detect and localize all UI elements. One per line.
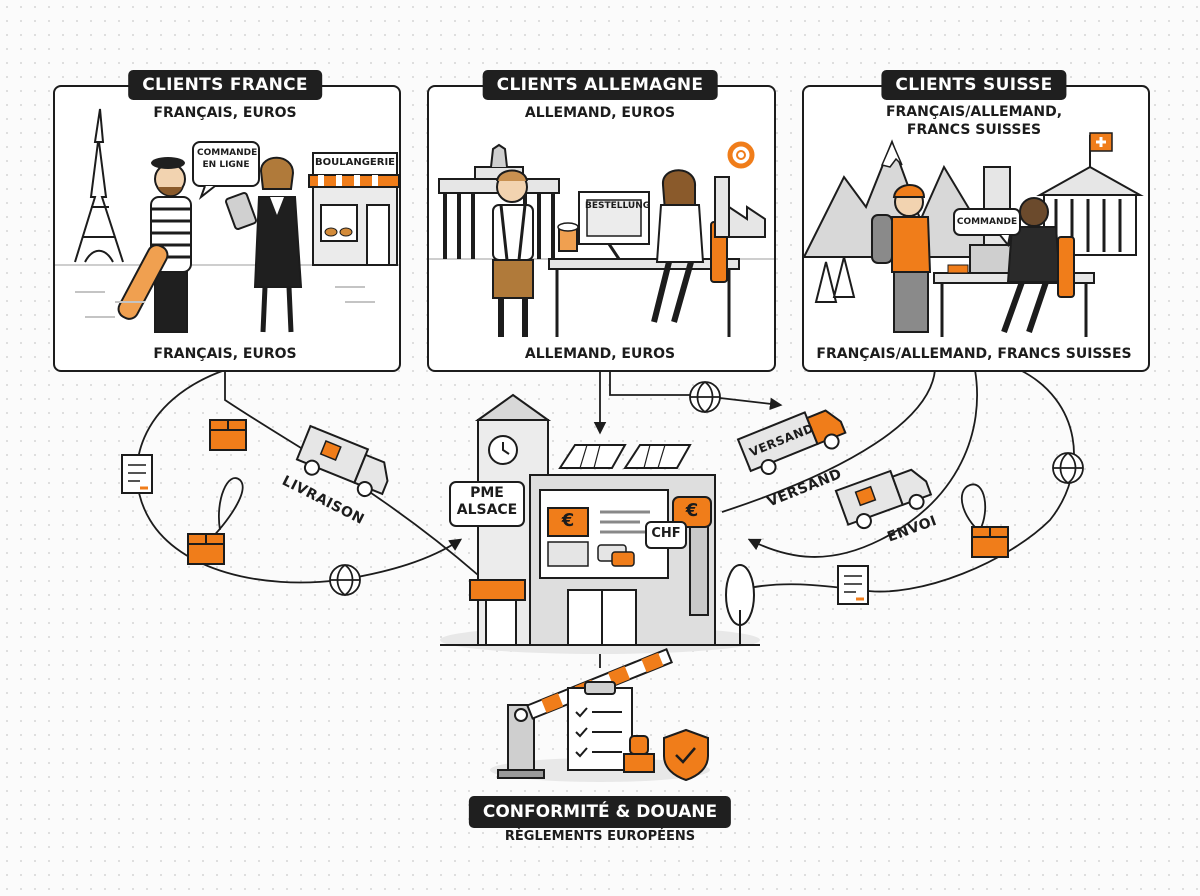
compliance-title: CONFORMITÉ & DOUANE xyxy=(468,796,732,828)
bakery-sign: BOULANGERIE xyxy=(315,157,396,168)
hub-building xyxy=(440,393,760,654)
office-desk xyxy=(548,191,740,337)
panel-footer-germany: ALLEMAND, EUROS xyxy=(524,346,676,362)
germany-scene xyxy=(429,141,774,337)
shield-check-icon xyxy=(663,728,709,782)
chf-bubble xyxy=(645,521,687,549)
gear-icon xyxy=(727,141,755,169)
panel-subtitle-switzerland: FRANÇAIS/ALLEMAND, FRANCS SUISSES xyxy=(885,104,1063,138)
hub-euro-symbol: € xyxy=(561,510,575,531)
clock-icon xyxy=(488,435,518,465)
flow-germany-right xyxy=(609,370,780,405)
swiss-flag-icon xyxy=(1089,132,1113,152)
connector-lines xyxy=(136,369,1075,668)
swiss-speech-text: COMMANDE xyxy=(956,217,1018,227)
hiker xyxy=(871,184,932,333)
solar-panel-icon xyxy=(558,444,692,469)
tree-icon xyxy=(725,564,755,645)
france-scene xyxy=(55,108,399,333)
compliance-illustration xyxy=(490,648,710,782)
panel-title-switzerland: CLIENTS SUISSE xyxy=(881,70,1067,100)
panel-subtitle-germany: ALLEMAND, EUROS xyxy=(524,105,676,121)
package-icon-2 xyxy=(187,533,225,565)
bakery-shop xyxy=(308,152,399,266)
globe-icon-3 xyxy=(1052,452,1084,485)
businesswoman xyxy=(253,156,303,333)
panel-title-germany: CLIENTS ALLEMAGNE xyxy=(482,70,718,100)
flow-swiss-right-loop xyxy=(739,369,1075,593)
package-icon xyxy=(209,419,247,451)
panel-switzerland: COMMANDE xyxy=(802,85,1150,372)
stamp-icon xyxy=(623,735,655,773)
france-speech-text: COMMANDE EN LIGNE xyxy=(197,148,258,170)
delivery-truck-icon-2 xyxy=(736,409,847,476)
hub-euro-bubble-symbol: € xyxy=(685,500,699,521)
pine-trees xyxy=(814,256,856,303)
globe-icon xyxy=(329,564,361,597)
computer-screen-text: BESTELLUNG xyxy=(585,201,651,211)
compliance-subtitle: RÈGLEMENTS EUROPÉENS xyxy=(504,829,696,844)
panel-title-france: CLIENTS FRANCE xyxy=(128,70,322,100)
flow-swiss-versand xyxy=(721,369,936,513)
flow-swiss-box-loop xyxy=(961,483,991,541)
package-icon-3 xyxy=(971,526,1009,558)
baker-man xyxy=(117,157,257,333)
clipboard-icon xyxy=(567,681,633,771)
globe-icon-2 xyxy=(689,381,721,414)
eiffel-tower-icon xyxy=(74,108,124,263)
flow-france-left-loop xyxy=(136,369,463,584)
delivery-truck-icon xyxy=(295,424,389,498)
flow-swiss-envoi xyxy=(747,369,978,558)
switzerland-scene xyxy=(804,132,1144,337)
delivery-truck-icon-3 xyxy=(834,468,933,530)
brandenburg-gate-icon xyxy=(438,143,560,259)
bavarian-man xyxy=(492,169,579,337)
flow-france-box-loop xyxy=(204,477,244,546)
panel-subtitle-france: FRANÇAIS, EUROS xyxy=(153,105,297,121)
hub-chf-label: CHF xyxy=(651,526,681,541)
factory-icon xyxy=(714,176,766,238)
document-icon xyxy=(121,454,153,494)
hub-sign: PME ALSACE xyxy=(456,485,518,518)
euro-bubble xyxy=(672,496,712,528)
panel-france: COMMANDE EN LIGNE BOULANGERIE xyxy=(53,85,401,372)
panel-footer-france: FRANÇAIS, EUROS xyxy=(153,346,297,362)
panel-footer-switzerland: FRANÇAIS/ALLEMAND, FRANCS SUISSES xyxy=(816,346,1132,362)
document-icon-2 xyxy=(837,565,869,605)
panel-germany: BESTELLUNG xyxy=(427,85,776,372)
